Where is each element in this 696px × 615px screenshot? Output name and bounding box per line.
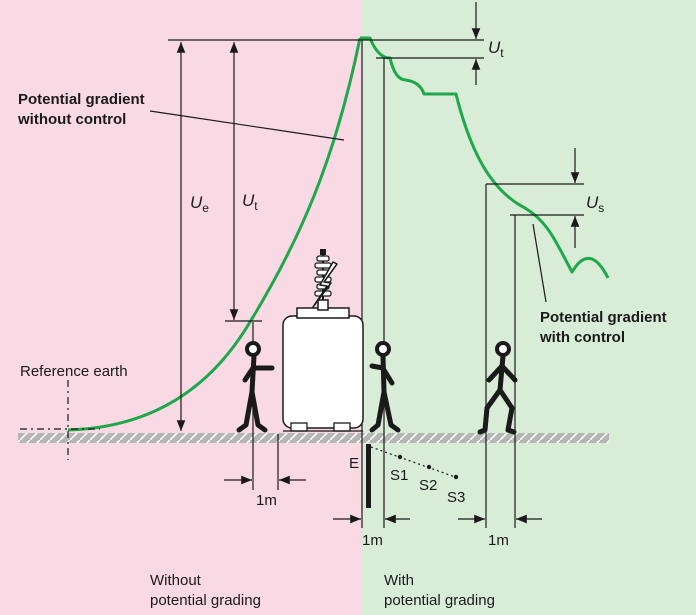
grading-electrode-s1 (397, 454, 403, 460)
dim-center-label: 1m (362, 532, 383, 549)
ut-right-label: Ut (488, 38, 504, 60)
gradient-without-leader (149, 110, 345, 141)
electrode-e-label: E (349, 455, 359, 472)
us-label: Us (586, 193, 604, 215)
person-icon (236, 341, 275, 433)
gradient-without-label: Potential gradient without control (17, 91, 149, 128)
s3-label: S3 (447, 489, 465, 506)
earth-electrode-icon (366, 444, 371, 508)
dim-left-label: 1m (256, 492, 277, 509)
zone-with-grading (362, 0, 696, 615)
person-icon (369, 341, 401, 433)
s2-label: S2 (419, 477, 437, 494)
gradient-curve-without-control (67, 37, 362, 432)
ut-left-label: Ut (242, 191, 258, 213)
grading-electrode-line (370, 446, 459, 479)
grading-electrode-s2 (426, 464, 432, 470)
s1-label: S1 (390, 467, 408, 484)
transformer-icon (282, 299, 364, 432)
gradient-with-leader (532, 223, 547, 303)
lightning-bolt-icon (312, 261, 338, 308)
ue-label: Ue (190, 193, 209, 215)
ground-hatching (18, 433, 609, 443)
dim-right-label: 1m (488, 532, 509, 549)
gradient-with-label: Potential gradient with control (539, 309, 671, 346)
zone-left-label: Without potential grading (150, 572, 261, 609)
grading-electrode-s3 (453, 474, 459, 480)
zone-right-label: With potential grading (384, 572, 495, 609)
person-icon (477, 341, 518, 435)
reference-earth-label: Reference earth (20, 363, 128, 380)
